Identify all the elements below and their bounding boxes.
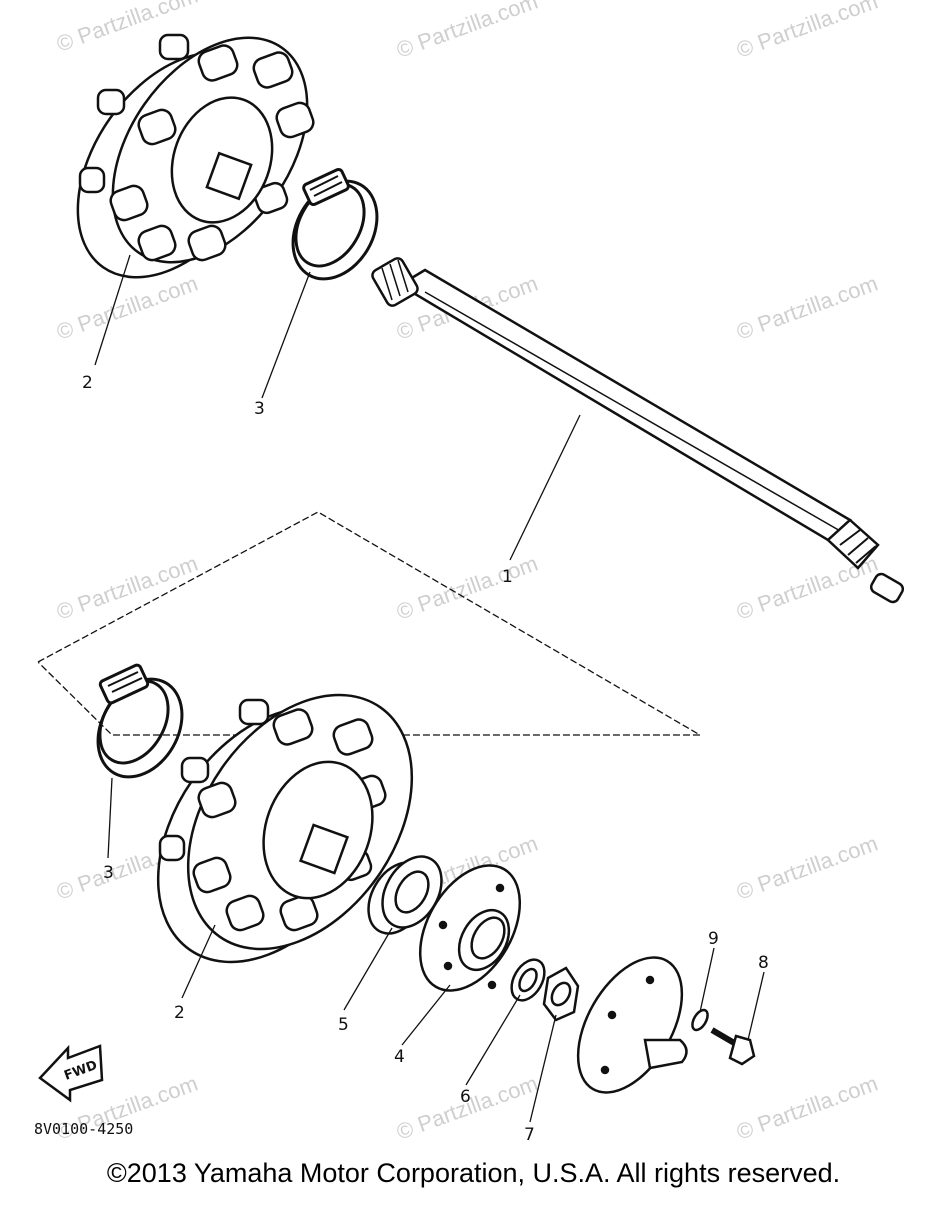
leader-8 <box>747 971 765 1041</box>
copyright-notice: ©2013 Yamaha Motor Corporation, U.S.A. A… <box>106 1158 841 1188</box>
bearing <box>367 855 443 935</box>
reference-outline <box>37 511 703 736</box>
leader-3-lower <box>107 777 113 859</box>
watermark: © Partzilla.com <box>53 271 201 345</box>
callout-4: 4 <box>394 1047 405 1067</box>
drawing-code: 8V0100-4250 <box>34 1120 133 1138</box>
watermark: © Partzilla.com <box>393 551 541 625</box>
callout-2-lower: 2 <box>174 1003 185 1023</box>
front-arrow-icon <box>38 1044 104 1103</box>
leader-lines <box>94 254 765 1123</box>
housing-cover <box>576 956 688 1094</box>
lower-clamp <box>96 663 184 779</box>
callout-7: 7 <box>524 1125 535 1145</box>
upper-clamp <box>291 167 379 281</box>
leader-3-upper <box>261 271 311 399</box>
leader-6 <box>465 994 521 1086</box>
nut <box>542 966 580 1022</box>
callout-5: 5 <box>338 1015 349 1035</box>
watermark: © Partzilla.com <box>733 0 881 63</box>
callout-8: 8 <box>758 953 769 973</box>
leader-2-lower <box>181 924 216 999</box>
front-direction-arrow: FWD <box>38 1044 104 1103</box>
callout-labels: 2 3 1 3 2 5 4 6 7 9 8 <box>82 373 769 1145</box>
leader-5 <box>343 927 393 1011</box>
upper-sprocket <box>76 33 315 279</box>
callout-9: 9 <box>708 929 719 949</box>
bearing-housing <box>418 864 522 992</box>
leader-2-upper <box>94 254 131 366</box>
callout-3-lower: 3 <box>103 863 114 883</box>
watermark: © Partzilla.com <box>733 831 881 905</box>
watermark: © Partzilla.com <box>733 271 881 345</box>
leader-1 <box>509 414 581 561</box>
lower-sprocket <box>156 693 414 964</box>
leader-7 <box>529 1014 557 1123</box>
bolt <box>710 1027 756 1066</box>
callout-3-upper: 3 <box>254 399 265 419</box>
leader-4 <box>401 984 451 1046</box>
drive-shaft <box>371 257 905 604</box>
callout-6: 6 <box>460 1087 471 1107</box>
watermark: © Partzilla.com <box>393 0 541 63</box>
callout-2-upper: 2 <box>82 373 93 393</box>
watermark: © Partzilla.com <box>393 1071 541 1145</box>
callout-1: 1 <box>502 567 513 587</box>
watermark: © Partzilla.com <box>733 1071 881 1145</box>
leader-9 <box>699 947 715 1013</box>
lock-washer <box>691 1008 709 1032</box>
